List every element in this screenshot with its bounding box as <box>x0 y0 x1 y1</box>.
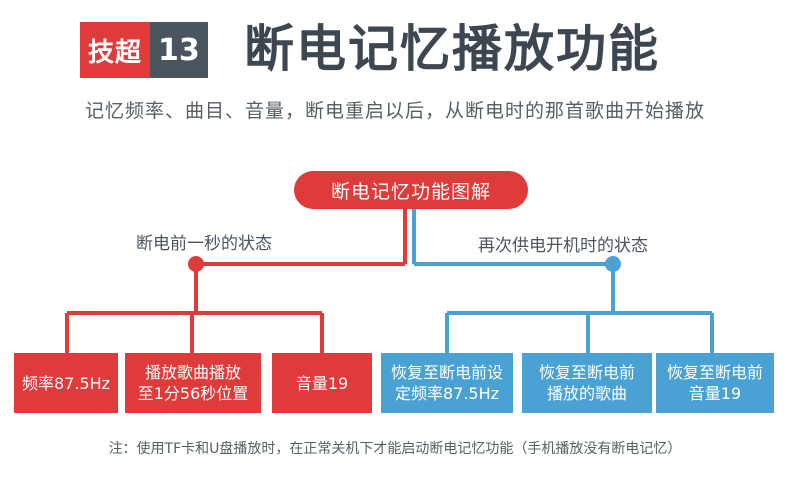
box-line: 至1分56秒位置 <box>137 384 249 403</box>
footnote: 注：使用TF卡和U盘播放时，在正常关机下才能启动断电记忆功能（手机播放没有断电记… <box>108 441 682 457</box>
before-track-box: 播放歌曲播放 至1分56秒位置 <box>125 353 261 413</box>
after-frequency-box: 恢复至断电前设 定频率87.5Hz <box>381 353 513 413</box>
before-outage-label: 断电前一秒的状态 <box>136 234 272 254</box>
after-restart-label: 再次供电开机时的状态 <box>478 236 648 256</box>
blue-junction-dot <box>605 256 621 272</box>
box-line: 音量19 <box>688 384 742 403</box>
box-line: 音量19 <box>295 373 349 393</box>
badge-label: 技超 <box>80 22 151 78</box>
after-volume-box: 恢复至断电前 音量19 <box>656 353 774 413</box>
after-track-box: 恢复至断电前 播放的歌曲 <box>522 353 652 413</box>
red-junction-dot <box>188 256 204 272</box>
box-line: 播放的歌曲 <box>546 384 627 403</box>
box-line: 定频率87.5Hz <box>394 384 500 403</box>
box-line: 恢复至断电前 <box>538 363 635 382</box>
box-line: 播放歌曲播放 <box>144 363 241 382</box>
diagram-title-pill: 断电记忆功能图解 <box>294 171 528 209</box>
before-frequency-box: 频率87.5Hz <box>14 353 118 413</box>
page-title: 断电记忆播放功能 <box>244 20 660 78</box>
box-line: 恢复至断电前 <box>666 363 763 382</box>
box-line: 频率87.5Hz <box>21 373 111 393</box>
badge-number: 13 <box>150 22 208 78</box>
page-subtitle: 记忆频率、曲目、音量，断电重启以后，从断电时的那首歌曲开始播放 <box>84 100 705 122</box>
box-line: 恢复至断电前设 <box>390 363 503 382</box>
tip-badge: 技超 13 <box>80 22 208 78</box>
before-volume-box: 音量19 <box>272 353 372 413</box>
